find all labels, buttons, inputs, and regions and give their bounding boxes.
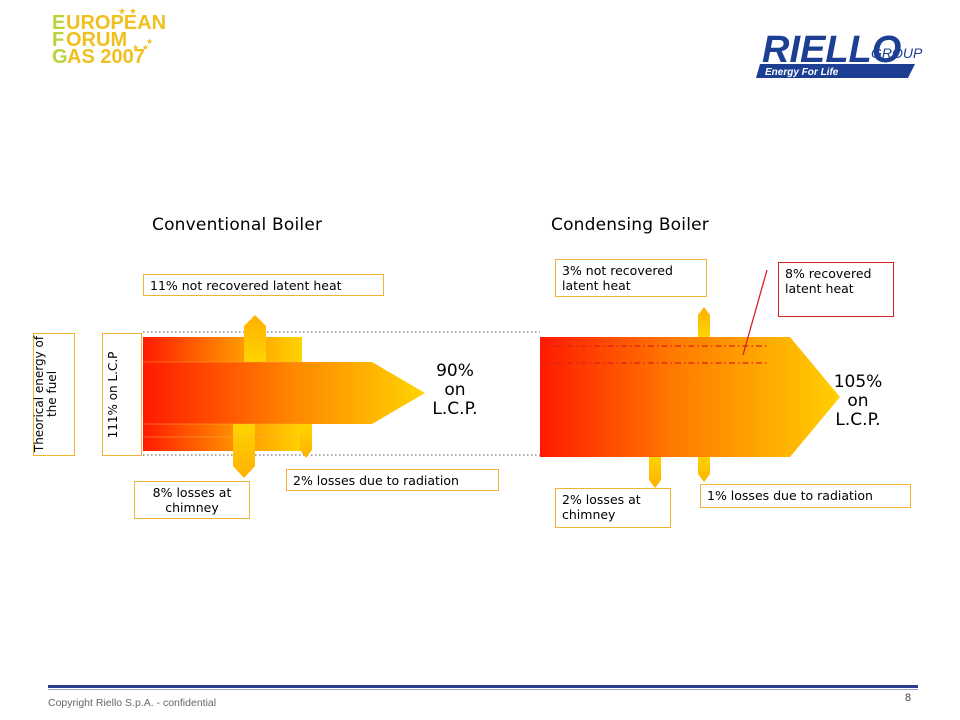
condensing-radiation-loss-label: 1% losses due to radiation <box>700 484 911 508</box>
condensing-latent-up-arrow <box>698 307 710 337</box>
svg-text:GROUP: GROUP <box>871 45 923 61</box>
svg-text:★ ★: ★ ★ <box>118 7 137 17</box>
conventional-radiation-loss-label: 2% losses due to radiation <box>286 469 499 491</box>
condensing-radiation-arrow <box>698 457 710 482</box>
input-energy-box: 111% on L.C.P <box>102 333 142 456</box>
svg-text:ORUM: ORUM <box>66 29 127 51</box>
svg-text:G: G <box>52 46 68 68</box>
event-logo: E UROPEAN F ORUM G AS 2007 ★ ★ ★ ★ ★ <box>52 7 166 68</box>
svg-text:Energy For Life: Energy For Life <box>765 67 839 78</box>
conventional-output-arrow <box>143 362 425 424</box>
chimney-down-arrow <box>233 424 255 478</box>
condensing-title: Condensing Boiler <box>551 215 709 235</box>
svg-text:AS 2007: AS 2007 <box>67 46 145 68</box>
footer-rule <box>48 685 918 688</box>
condensing-output-arrow <box>540 337 840 457</box>
recovered-pointer-line <box>742 269 768 356</box>
svg-text:★: ★ <box>146 37 153 46</box>
input-energy-label: 111% on L.C.P <box>106 351 120 439</box>
conventional-output-label: 90% on L.C.P. <box>432 361 478 419</box>
conventional-chimney-loss-label: 8% losses at chimney <box>134 481 250 519</box>
riello-logo: RIELLO GROUP Energy For Life <box>756 29 923 78</box>
condensing-latent-loss-label: 3% not recovered latent heat <box>555 259 707 297</box>
svg-text:★ ★: ★ ★ <box>132 43 149 52</box>
svg-text:E: E <box>52 12 65 34</box>
condensing-chimney-loss-label: 2% losses at chimney <box>555 488 671 528</box>
recovered-latent-heat-label: 8% recovered latent heat <box>778 262 894 317</box>
condensing-chimney-arrow <box>649 457 661 488</box>
latent-heat-up-arrow <box>244 315 266 362</box>
svg-text:UROPEAN: UROPEAN <box>66 12 166 34</box>
radiation-down-arrow <box>300 424 312 458</box>
svg-text:F: F <box>52 29 64 51</box>
condensing-output-label: 105% on L.C.P. <box>833 372 883 430</box>
copyright-text: Copyright Riello S.p.A. - confidential <box>48 697 217 709</box>
conventional-latent-loss-label: 11% not recovered latent heat <box>143 274 384 296</box>
conventional-flow <box>143 315 425 478</box>
page-number: 8 <box>905 692 912 704</box>
condensing-flow <box>540 269 840 488</box>
theoretical-energy-label: Theorical energy of the fuel <box>32 335 59 453</box>
conventional-title: Conventional Boiler <box>152 215 323 235</box>
theoretical-energy-box: Theorical energy of the fuel <box>32 333 75 456</box>
